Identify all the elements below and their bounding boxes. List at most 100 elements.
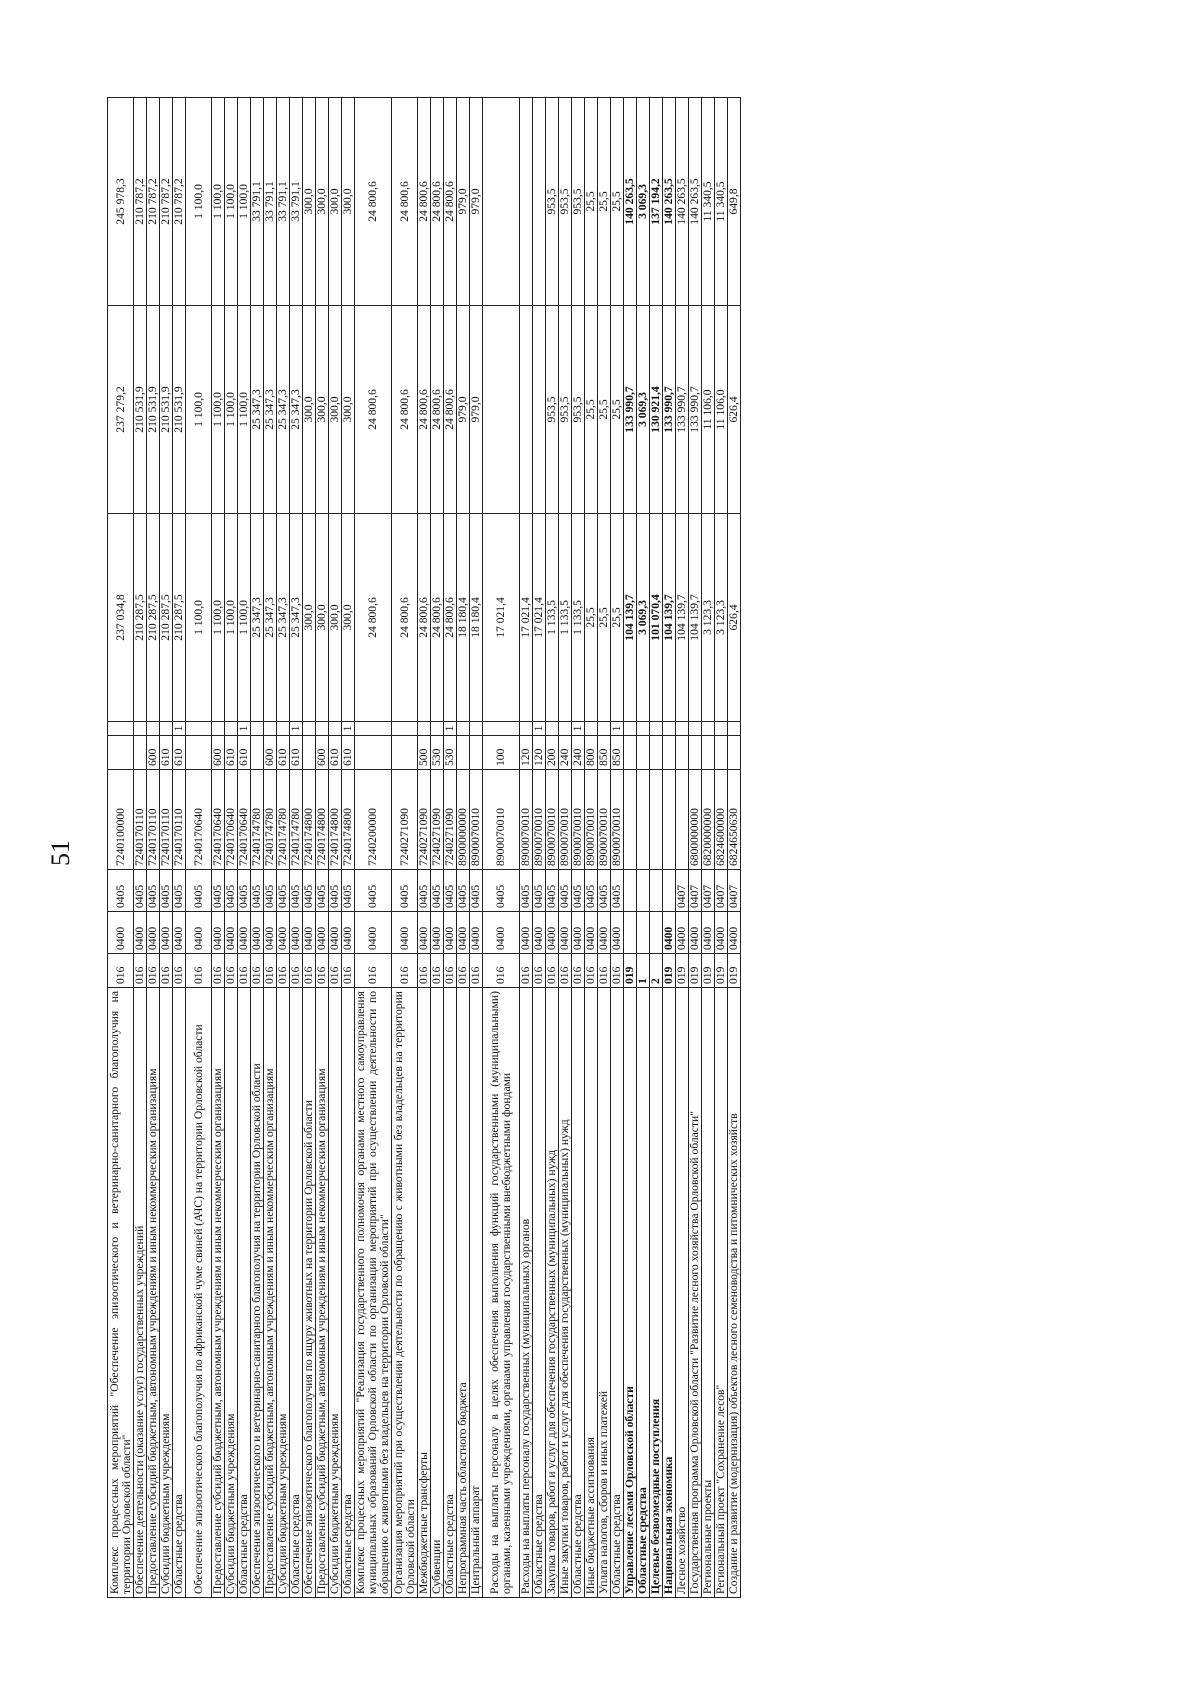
row-section: 0400: [107, 911, 134, 954]
row-name: Комплекс процессных мероприятий "Реализа…: [354, 987, 392, 1598]
row-expense-type: [727, 735, 741, 770]
row-value-1: 1 100,0: [185, 513, 212, 722]
row-subsection: 0405: [430, 869, 444, 912]
row-section: 0400: [430, 911, 444, 954]
row-program: 7240170110: [159, 769, 173, 870]
row-program: 7240170110: [146, 769, 160, 870]
table-row: Организация мероприятий при осуществлени…: [391, 97, 418, 1598]
row-value-3: 24 800,6: [443, 97, 457, 306]
row-source-mark: 1: [289, 721, 303, 736]
row-expense-type: 850: [597, 735, 611, 770]
budget-table-body: Комплекс процессных мероприятий "Обеспеч…: [107, 97, 741, 1598]
row-expense-type: 500: [417, 735, 431, 770]
row-expense-type: [354, 735, 392, 770]
row-name: Субсидии бюджетным учреждениям: [224, 987, 238, 1598]
row-value-2: 11 106,0: [714, 305, 728, 514]
row-source-mark: [545, 721, 559, 736]
row-value-3: 300,0: [302, 97, 316, 306]
row-program: 7240174780: [289, 769, 303, 870]
row-section: 0400: [701, 911, 715, 954]
row-value-3: 210 787,2: [133, 97, 147, 306]
row-subsection: 0407: [675, 869, 689, 912]
table-row: Предоставление субсидий бюджетным, автон…: [263, 97, 277, 1598]
row-value-2: [519, 305, 533, 514]
row-section: 0400: [276, 911, 290, 954]
row-value-1: 210 287,5: [146, 513, 160, 722]
row-subsection: [662, 869, 676, 912]
row-value-2: 25 347,3: [276, 305, 290, 514]
row-expense-type: [649, 735, 663, 770]
table-row: Предоставление субсидий бюджетным, автон…: [146, 97, 160, 1598]
row-expense-type: [391, 735, 418, 770]
row-code: 016: [289, 953, 303, 988]
row-expense-type: 240: [558, 735, 572, 770]
row-value-1: 1 100,0: [237, 513, 251, 722]
row-name: Иные закупки товаров, работ и услуг для …: [558, 987, 572, 1598]
row-value-3: 300,0: [328, 97, 342, 306]
row-program: [623, 769, 637, 870]
row-section: 0400: [159, 911, 173, 954]
row-program: 7240174800: [302, 769, 316, 870]
row-code: 016: [159, 953, 173, 988]
row-name: Областные средства: [636, 987, 650, 1598]
row-program: 7240170640: [224, 769, 238, 870]
row-value-2: 24 800,6: [430, 305, 444, 514]
row-name: Предоставление субсидий бюджетным, автон…: [263, 987, 277, 1598]
row-subsection: 0405: [185, 869, 212, 912]
row-program: 8900070010: [584, 769, 598, 870]
row-value-1: 300,0: [302, 513, 316, 722]
row-value-2: 210 531,9: [159, 305, 173, 514]
row-name: Закупка товаров, работ и услуг для обесп…: [545, 987, 559, 1598]
row-expense-type: 600: [315, 735, 329, 770]
row-name: Областные средства: [289, 987, 303, 1598]
row-code: 016: [532, 953, 546, 988]
row-value-2: 953,5: [545, 305, 559, 514]
row-section: 0400: [237, 911, 251, 954]
row-source-mark: [185, 721, 212, 736]
row-program: 8900070010: [482, 769, 520, 870]
row-source-mark: [250, 721, 264, 736]
row-subsection: [649, 869, 663, 912]
row-name: Комплекс процессных мероприятий "Обеспеч…: [107, 987, 134, 1598]
table-row: Закупка товаров, работ и услуг для обесп…: [545, 97, 559, 1598]
row-value-3: 137 194,2: [649, 97, 663, 306]
row-name: Обеспечение эпизоотического благополучия…: [302, 987, 316, 1598]
row-section: 0400: [250, 911, 264, 954]
row-value-3: [482, 97, 520, 306]
row-subsection: 0405: [417, 869, 431, 912]
row-program: [649, 769, 663, 870]
row-value-3: 300,0: [315, 97, 329, 306]
table-row: Комплекс процессных мероприятий "Реализа…: [354, 97, 392, 1598]
row-section: 0400: [224, 911, 238, 954]
row-value-3: 24 800,6: [354, 97, 392, 306]
row-subsection: 0405: [328, 869, 342, 912]
row-code: 016: [558, 953, 572, 988]
row-value-3: 33 791,1: [263, 97, 277, 306]
row-name: Областные средства: [532, 987, 546, 1598]
row-section: 0400: [328, 911, 342, 954]
row-value-1: 3 123,3: [701, 513, 715, 722]
row-code: 016: [133, 953, 147, 988]
row-code: 016: [354, 953, 392, 988]
row-program: 6800000000: [688, 769, 702, 870]
row-name: Областные средства: [341, 987, 355, 1598]
row-program: [636, 769, 650, 870]
row-source-mark: [107, 721, 134, 736]
row-source-mark: [675, 721, 689, 736]
row-code: 016: [302, 953, 316, 988]
row-source-mark: [597, 721, 611, 736]
row-section: 0400: [315, 911, 329, 954]
row-value-2: 25,5: [584, 305, 598, 514]
row-name: Субсидии бюджетным учреждениям: [159, 987, 173, 1598]
row-section: 0400: [597, 911, 611, 954]
row-value-2: 979,0: [456, 305, 470, 514]
row-code: 016: [482, 953, 520, 988]
row-value-1: 626,4: [727, 513, 741, 722]
row-source-mark: [391, 721, 418, 736]
